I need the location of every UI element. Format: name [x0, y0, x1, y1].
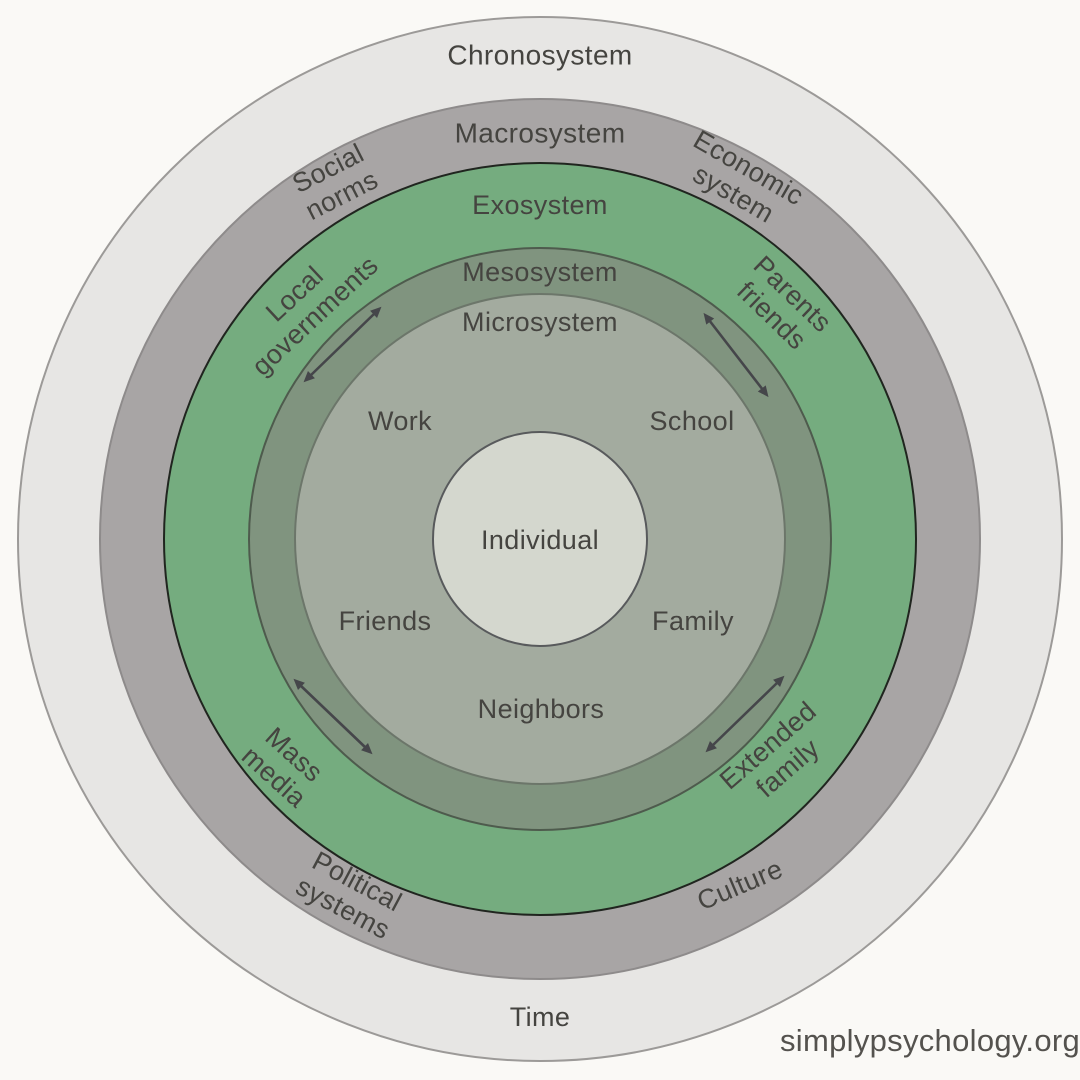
chronosystem-label: Chronosystem: [447, 39, 633, 71]
site-credit: simplypsychology.org: [779, 1023, 1080, 1058]
macrosystem-label: Macrosystem: [454, 117, 626, 149]
microsystem-item-family: Family: [652, 605, 734, 636]
microsystem-label: Microsystem: [462, 306, 618, 337]
individual-label: Individual: [480, 524, 600, 555]
microsystem-item-neighbors: Neighbors: [477, 693, 605, 724]
microsystem-item-work: Work: [367, 405, 433, 436]
exosystem-label: Exosystem: [472, 189, 608, 220]
microsystem-item-school: School: [649, 405, 735, 436]
chronosystem-item-time: Time: [509, 1001, 571, 1032]
microsystem-item-friends: Friends: [338, 605, 432, 636]
individual-circle: [432, 431, 648, 647]
mesosystem-label: Mesosystem: [462, 256, 618, 287]
